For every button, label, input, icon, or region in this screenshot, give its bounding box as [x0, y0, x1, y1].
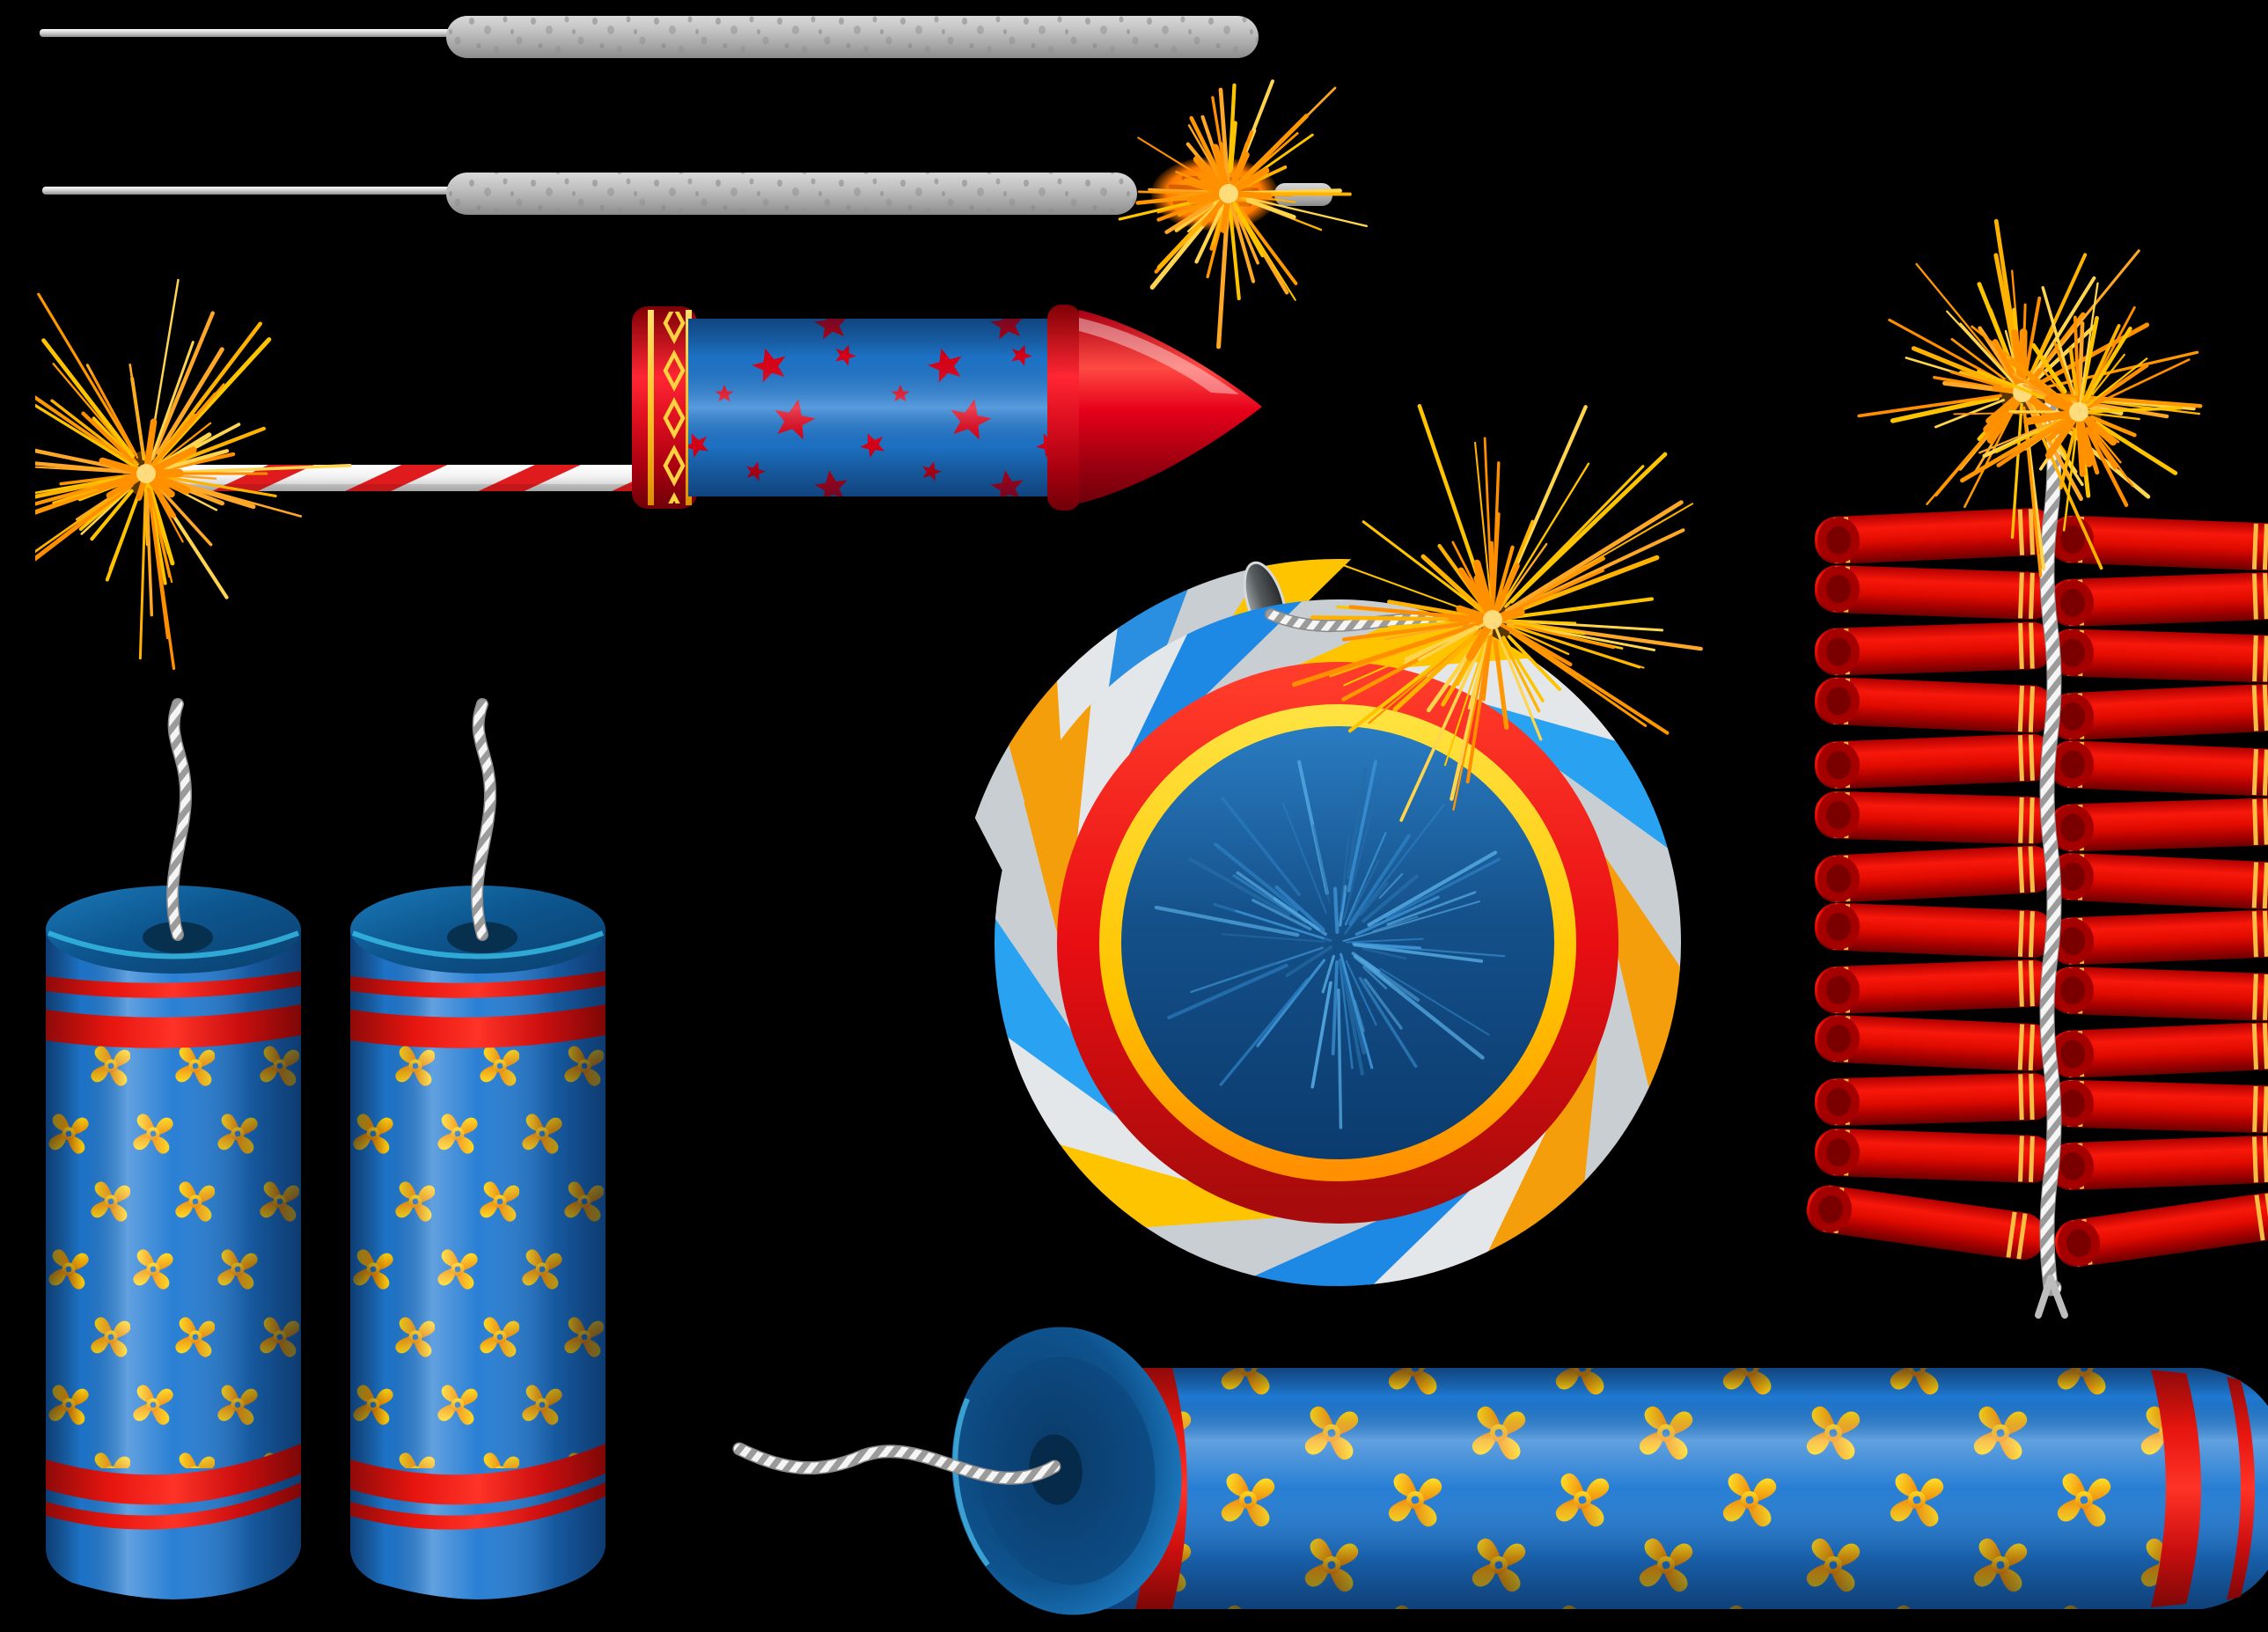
sparkler-wire — [42, 187, 451, 195]
cone-lip — [1047, 305, 1081, 511]
rocket-firework — [167, 305, 1262, 511]
blue-firecracker-right — [350, 704, 606, 1599]
spark-burst — [1119, 81, 1367, 347]
sparkler-unlit — [40, 16, 1259, 58]
ornament-strip — [654, 312, 686, 504]
sparkler-wire — [40, 29, 451, 37]
blue-firecracker-left — [46, 704, 301, 1599]
rocket-body — [632, 305, 1262, 511]
ground-spinner — [975, 558, 1681, 1286]
blue-firecracker-horizontal — [739, 1313, 2268, 1618]
fireworks-illustration — [35, 14, 2268, 1618]
blue-disc — [1121, 726, 1554, 1159]
sparkler-lit — [42, 157, 1332, 231]
